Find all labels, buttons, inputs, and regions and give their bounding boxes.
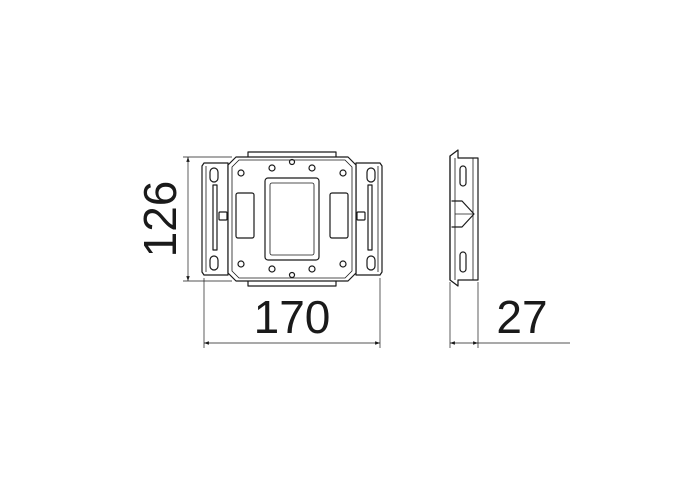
main-plate (218, 156, 366, 282)
width-dimension-label: 170 (254, 291, 331, 343)
depth-dimension-label: 27 (496, 291, 547, 343)
front-view (201, 151, 383, 287)
right-slot (329, 192, 349, 239)
depth-dimension: 27 (449, 282, 570, 348)
mounting-holes (237, 158, 347, 279)
height-dimension: 126 (134, 156, 232, 282)
width-dimension: 170 (203, 278, 381, 348)
left-slot (235, 192, 255, 239)
height-dimension-label: 126 (134, 181, 186, 258)
right-flange (355, 162, 383, 276)
side-view (449, 149, 479, 287)
center-window-inner (269, 182, 315, 256)
center-window-outer (264, 177, 320, 261)
left-flange (201, 162, 229, 276)
